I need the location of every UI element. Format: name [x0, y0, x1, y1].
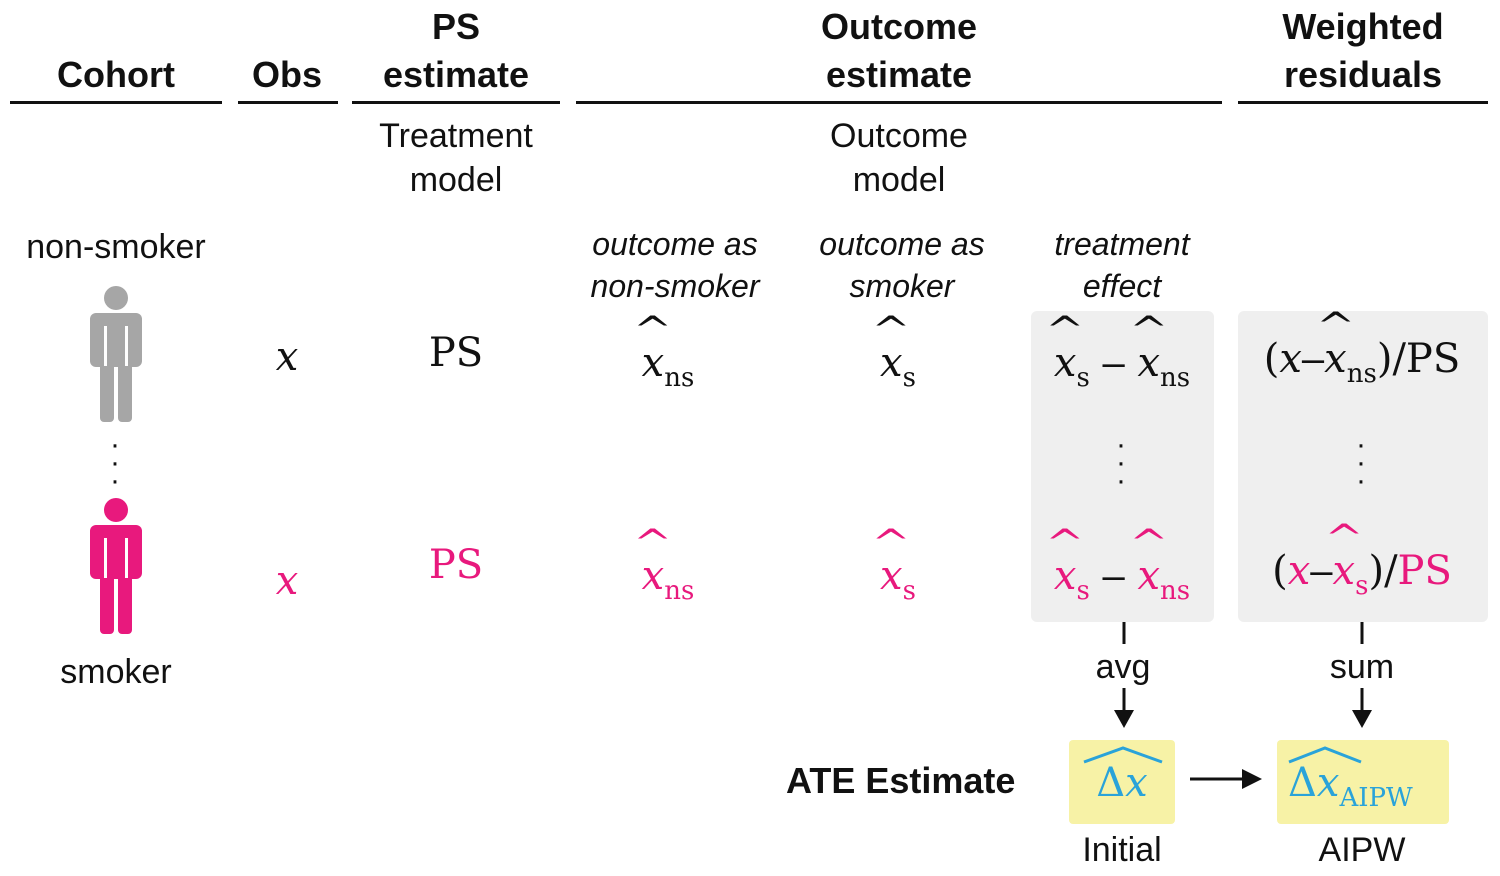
header-weighted-line2: residuals [1283, 54, 1443, 95]
treatment-model-line2: model [409, 161, 503, 199]
header-outcome-estimate: Outcome estimate [821, 3, 977, 99]
initial-widehat-icon [1083, 746, 1163, 764]
residual-smoker: (x–xs)/PS [1272, 548, 1452, 599]
col-outcome-smoker: outcome as smoker [819, 223, 984, 307]
outcome-model-line1: Outcome [830, 117, 968, 155]
rule-cohort [10, 101, 222, 104]
col-s-line1: outcome as [819, 226, 985, 262]
xhat-ns-smoker: xns [642, 553, 695, 604]
outcome-model-label: Outcome model [830, 114, 968, 202]
rule-weighted [1238, 101, 1488, 104]
te-smoker: xs – xns [1054, 553, 1190, 604]
obs-smoker: x [275, 558, 299, 604]
ate-estimate-label: ATE Estimate [786, 760, 1016, 801]
person-smoker-icon [90, 498, 142, 634]
col-te-line1: treatment [1054, 226, 1190, 262]
treatment-model-label: Treatment model [379, 114, 533, 202]
rule-ps [352, 101, 560, 104]
initial-estimate: Δx [1096, 760, 1148, 806]
te-nonsmoker: xs – xns [1054, 340, 1190, 391]
rule-obs [238, 101, 338, 104]
header-ps-line1: PS [431, 6, 481, 47]
sum-arrow-icon [1352, 622, 1372, 728]
avg-label: avg [1095, 648, 1151, 686]
label-smoker: smoker [60, 653, 172, 691]
ps-nonsmoker: PS [428, 330, 484, 376]
te-ellipsis: ··· [1116, 428, 1126, 497]
treatment-model-line1: Treatment [379, 117, 533, 155]
ps-smoker: PS [428, 542, 484, 588]
col-ns-line2: non-smoker [590, 268, 760, 304]
header-ps-line2: estimate [382, 54, 530, 95]
outcome-model-line2: model [852, 161, 946, 199]
avg-arrow-icon [1114, 622, 1134, 728]
aipw-widehat-icon [1288, 746, 1362, 764]
header-ps-estimate: PS estimate [383, 3, 529, 99]
aipw-label: AIPW [1318, 831, 1406, 869]
header-obs: Obs [251, 54, 323, 95]
sum-label: sum [1329, 648, 1395, 686]
cohort-ellipsis: ··· [110, 428, 120, 497]
header-weighted-residuals: Weighted residuals [1282, 3, 1443, 99]
weighted-residual-box [1238, 311, 1488, 622]
col-treatment-effect: treatment effect [1054, 223, 1189, 307]
obs-nonsmoker: x [275, 334, 299, 380]
initial-label: Initial [1082, 831, 1162, 869]
xhat-s-nonsmoker: xs [880, 340, 916, 391]
header-outcome-line1: Outcome [820, 6, 978, 47]
rule-outcome [576, 101, 1222, 104]
header-cohort: Cohort [57, 54, 175, 95]
aipw-estimate: ΔxAIPW [1288, 760, 1413, 813]
label-non-smoker: non-smoker [26, 228, 206, 266]
col-ns-line1: outcome as [592, 226, 758, 262]
header-weighted-line1: Weighted [1282, 6, 1444, 47]
person-nonsmoker-icon [90, 286, 142, 422]
residual-ellipsis: ··· [1356, 428, 1366, 497]
xhat-s-smoker: xs [880, 553, 916, 604]
col-s-line2: smoker [849, 268, 955, 304]
header-outcome-line2: estimate [825, 54, 973, 95]
col-outcome-nonsmoker: outcome as non-smoker [591, 223, 760, 307]
initial-to-aipw-arrow-icon [1190, 769, 1262, 789]
col-te-line2: effect [1082, 268, 1162, 304]
residual-nonsmoker: (x–xns)/PS [1264, 336, 1461, 387]
initial-estimate-box [1069, 740, 1175, 824]
xhat-ns-nonsmoker: xns [642, 340, 695, 391]
